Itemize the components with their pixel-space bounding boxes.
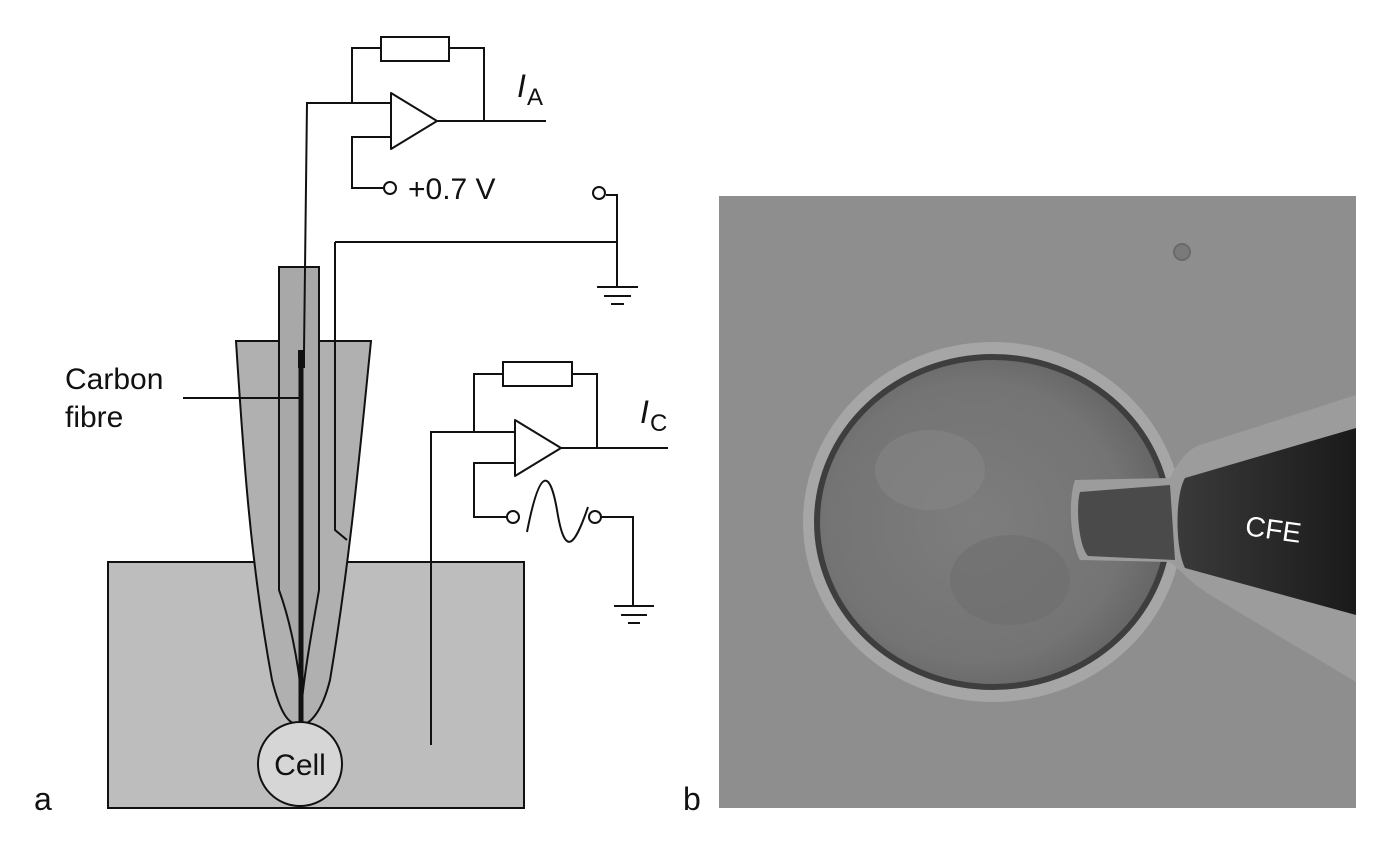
voltage-label: +0.7 V	[408, 173, 496, 206]
panel-b-micrograph	[719, 196, 1356, 808]
bath-wire-right-barrel	[334, 242, 348, 541]
cell-texture-1	[875, 430, 985, 510]
cell-label: Cell	[274, 749, 326, 782]
ground-symbol-c	[614, 605, 654, 624]
cell-texture-2	[950, 535, 1070, 625]
wire-sine-to-ground	[601, 516, 634, 606]
amp-c-inputs	[473, 431, 515, 518]
cfe-electrode	[1177, 428, 1356, 615]
current-a-symbol: I	[517, 68, 526, 104]
carbon-fibre-label-line1: Carbon	[65, 363, 163, 396]
panel-a-schematic	[107, 36, 668, 809]
amplifier-c	[514, 419, 562, 477]
sine-source-icon	[526, 479, 589, 543]
voltage-terminal	[383, 181, 397, 195]
amp-a-inputs	[351, 102, 391, 189]
panel-a-letter: a	[34, 781, 52, 817]
carbon-fibre-connector	[298, 350, 305, 368]
current-c-subscript: C	[650, 410, 667, 437]
cfe-label: CFE	[1243, 510, 1303, 548]
ground-terminal-top	[592, 186, 606, 200]
wire-fibre-to-amp-a	[303, 102, 352, 353]
feedback-a	[351, 47, 485, 122]
ground-symbol-a	[597, 286, 638, 305]
cell	[257, 721, 343, 807]
sine-terminal-left	[506, 510, 520, 524]
current-c-symbol: I	[640, 394, 649, 430]
sine-terminal-right	[588, 510, 602, 524]
feedback-c	[473, 373, 598, 448]
panel-b-letter: b	[683, 781, 701, 817]
wire-ref-to-ground	[335, 194, 618, 287]
micrograph-speck	[1173, 243, 1191, 261]
current-a-subscript: A	[527, 84, 543, 111]
carbon-fibre-label-line2: fibre	[65, 401, 123, 434]
feedback-resistor-c	[502, 361, 573, 387]
feedback-resistor-a	[380, 36, 450, 62]
cfe-tip	[1078, 485, 1175, 560]
wire-bath-electrode	[430, 431, 474, 745]
amplifier-a	[390, 92, 438, 150]
